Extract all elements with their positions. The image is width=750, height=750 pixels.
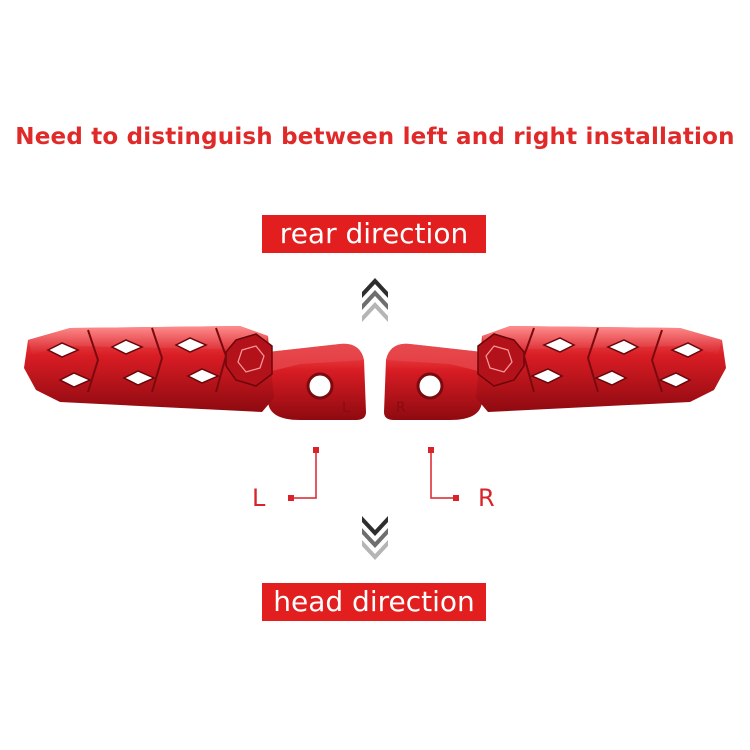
right-side-letter: R bbox=[478, 484, 495, 512]
left-side-letter: L bbox=[252, 484, 266, 512]
left-callout-line bbox=[288, 447, 319, 501]
left-foot-peg: L bbox=[24, 326, 366, 420]
chevron-up-stack-icon bbox=[362, 278, 388, 322]
right-callout-line bbox=[428, 447, 459, 501]
right-part-mark: R bbox=[396, 400, 406, 416]
headline: Need to distinguish between left and rig… bbox=[15, 124, 735, 150]
chevron-down-stack-icon bbox=[362, 516, 388, 560]
left-part-mark: L bbox=[342, 400, 350, 416]
head-direction-label: head direction bbox=[262, 583, 486, 621]
right-foot-peg bbox=[384, 326, 726, 420]
rear-direction-label: rear direction bbox=[262, 215, 486, 253]
